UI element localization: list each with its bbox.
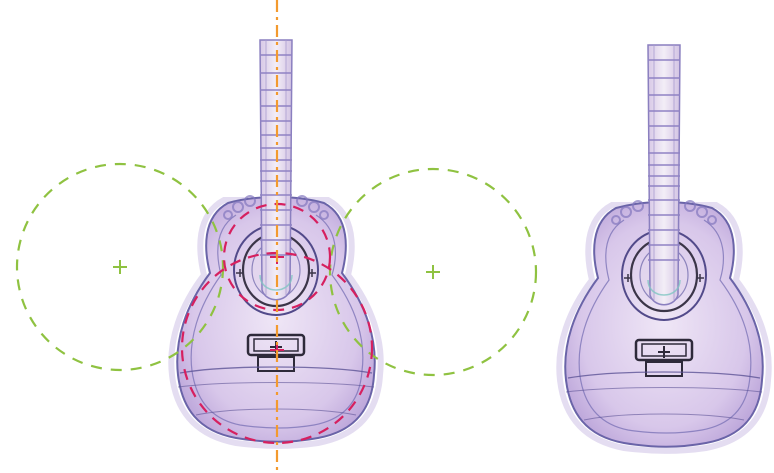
left-side-circle-center-icon [113, 260, 127, 274]
right-side-circle-center-icon [426, 265, 440, 279]
plain-guitar-panel [559, 45, 768, 451]
left-side-circle [17, 164, 223, 370]
right-side-circle [330, 169, 536, 375]
right-guitar-sketch [559, 45, 768, 451]
annotated-guitar-panel [17, 0, 536, 473]
